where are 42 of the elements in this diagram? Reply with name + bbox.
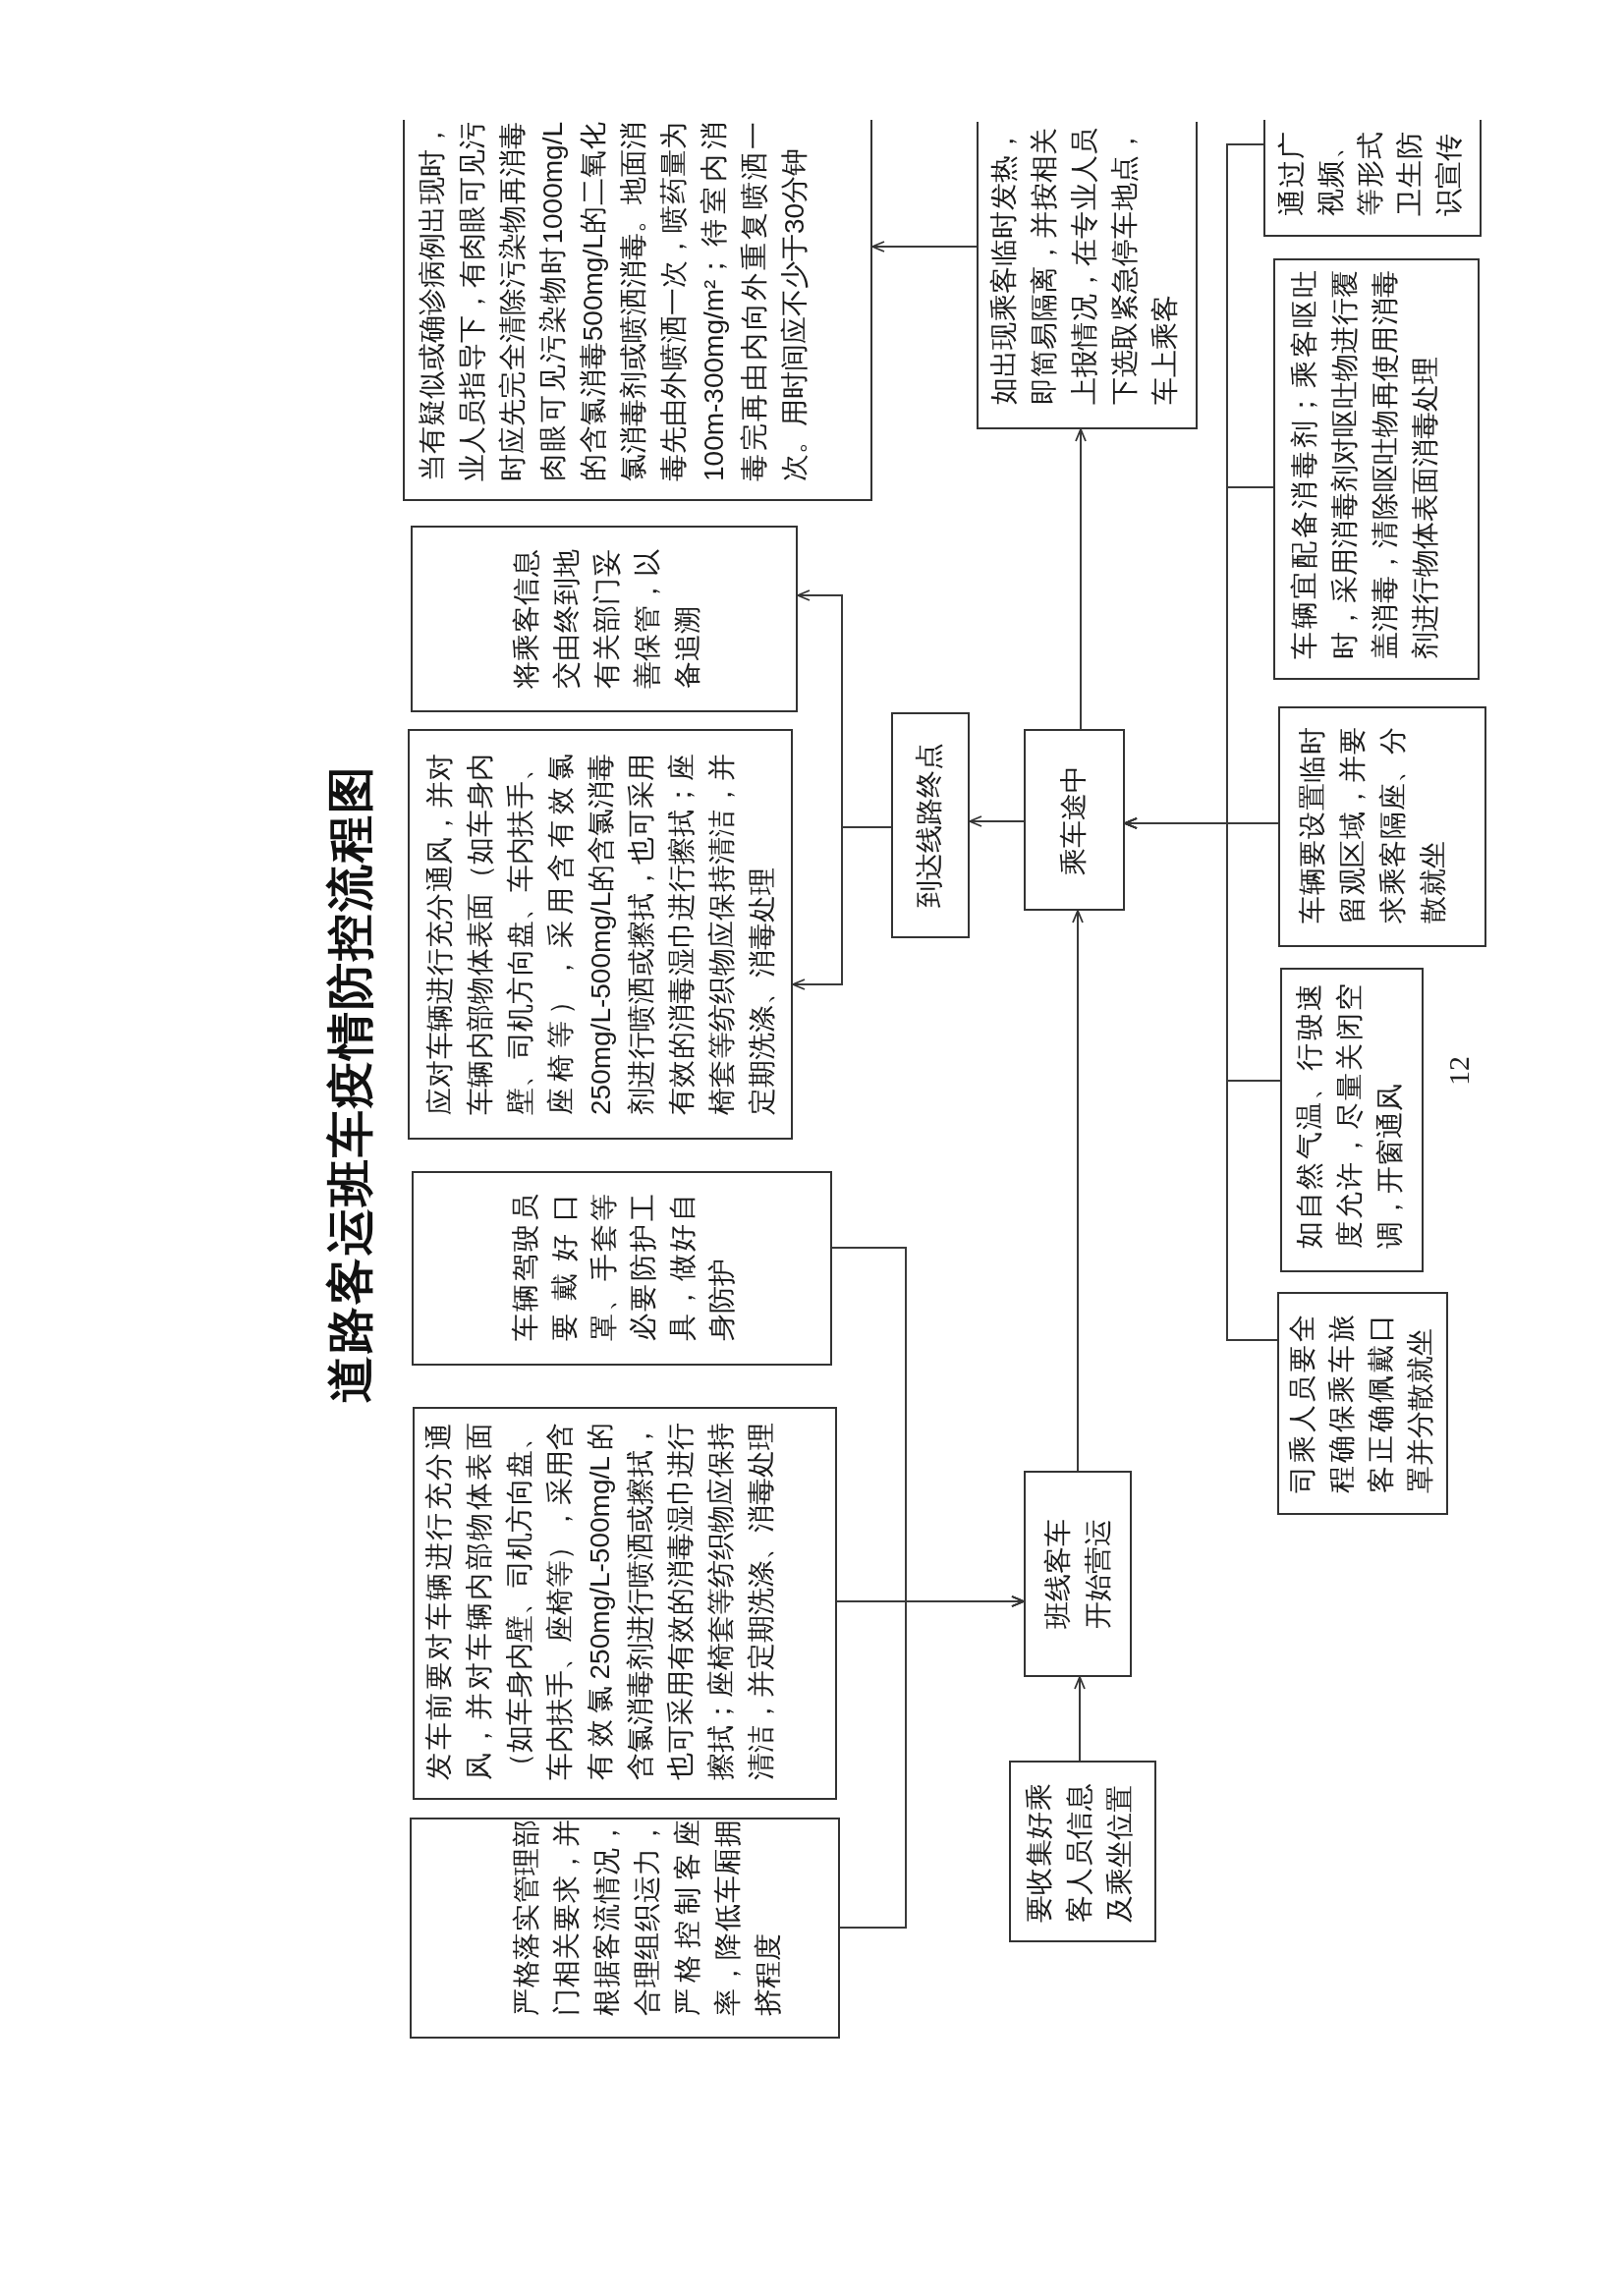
step-text: 要收集好乘客人员信息及乘坐位置	[1023, 1783, 1136, 1923]
step-text: 车辆驾驶员要戴好口罩、手套等必要防护工具，做好自身防护	[509, 1194, 738, 1341]
flow-arrow	[1072, 910, 1084, 1472]
flow-arrow	[1075, 428, 1087, 730]
flow-arrow	[1124, 143, 1264, 829]
process-box	[1024, 1471, 1132, 1677]
process-box	[408, 729, 793, 1140]
flow-arrow	[831, 1247, 1025, 1607]
step-text: 将乘客信息交由终到地有关部门妥善保管，以备追溯	[510, 549, 703, 689]
flow-arrow	[1074, 1676, 1086, 1762]
process-box	[1263, 120, 1482, 237]
process-box	[1024, 729, 1125, 911]
process-box	[977, 122, 1198, 429]
process-box	[1273, 258, 1480, 680]
step-text: 车辆要设置临时留观区域，并要求乘客隔座、分散就坐	[1296, 727, 1449, 924]
step-text: 如出现乘客临时发热，即简易隔离，并按相关上报情况，在专业人员下选取紧急停车地点，车上乘客	[987, 128, 1181, 405]
step-text: 班线客车开始营运	[1041, 1518, 1114, 1630]
process-box	[412, 1171, 832, 1366]
flow-arrow	[969, 815, 1025, 827]
flow-arrow	[871, 241, 978, 252]
page-number: 12	[1441, 1055, 1476, 1088]
step-text: 严格落实管理部门相关要求，并根据客流情况，合理组织运力，严格控制客座率，降低车厢拥挤程度	[510, 1819, 784, 2016]
process-box	[1009, 1761, 1156, 1942]
process-box	[1277, 1292, 1448, 1515]
step-text: 司乘人员要全程确保乘车旅客正确佩戴口罩并分散就坐	[1286, 1315, 1436, 1493]
step-text: 如自然气温、行驶速度允许，尽量关闭空调，开窗通风	[1293, 983, 1406, 1249]
process-box	[403, 120, 872, 501]
process-box	[1280, 968, 1424, 1272]
step-text: 到达线路终点	[913, 742, 945, 910]
step-text: 车辆宜配备消毒剂；乘客呕吐时，采用消毒剂对呕吐物进行覆盖消毒，清除呕吐物再使用消毒剂进行物体表面消毒处理	[1288, 270, 1441, 659]
process-box	[1278, 706, 1486, 947]
step-text: 通过广视频、等形式卫生防识宣传	[1275, 132, 1465, 216]
step-text: 发车前要对车辆进行充分通风，并对车辆内部物体表面（如车身内壁、司机方向盘、车内扶手、座椅等），采用含有效氯250mg/L-500mg/L的含氯消毒剂进行喷洒或擦拭，也可采用有效的消毒湿巾进行擦拭；座椅套等纺织物应保持清洁，并定期洗涤、消毒处理	[422, 1423, 777, 1780]
step-text: 应对车辆进行充分通风，并对车辆内部物体表面（如车身内壁、司机方向盘、车内扶手、座椅等），采用含有效氯250mg/L-500mg/L的含氯消毒剂进行喷洒或擦拭，也可采用有效的消毒湿巾进行擦拭；座椅套等纺织物应保持清洁，并定期洗涤、消毒处理	[423, 754, 778, 1115]
step-text: 当有疑似或确诊病例出现时，业人员指导下，有肉眼可见污时应先完全清除污染物再消毒肉眼可见污染物时1000mg/L的含氯消毒500mg/L的二氧化氯消毒剂或喷洒消毒。地面消毒先由外喷洒一次，喷药量为100m-300mg/m²；待室内消毒完再由内向外重复喷洒一次。用时间应不少于30分钟	[416, 122, 811, 481]
process-box	[410, 1818, 840, 2039]
flow-arrow	[797, 589, 892, 828]
diagram-title: 道路客运班车疫情防控流程图	[323, 763, 377, 1405]
process-box	[891, 712, 970, 938]
process-box	[413, 1407, 837, 1800]
process-box	[411, 526, 798, 712]
step-text: 乘车途中	[1057, 763, 1090, 877]
